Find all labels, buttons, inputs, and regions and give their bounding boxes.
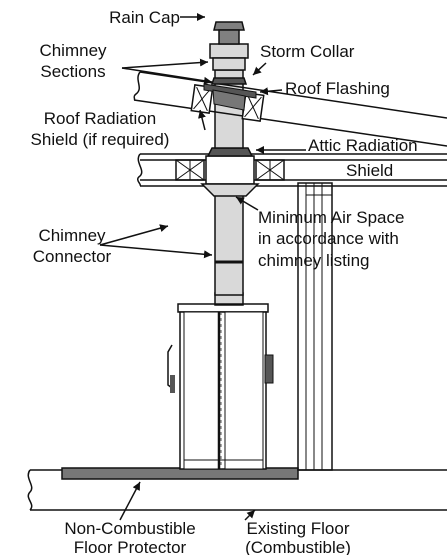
- attic-radiation-label-2: Shield: [346, 161, 393, 180]
- storm-collar-label: Storm Collar: [260, 42, 355, 61]
- min-air-label-1: Minimum Air Space: [258, 208, 404, 227]
- roof-radiation-label-2: Shield (if required): [31, 130, 170, 149]
- min-air-label-2: in accordance with: [258, 229, 399, 248]
- roof-radiation-label-1: Roof Radiation: [44, 109, 156, 128]
- wall-framing: [297, 182, 333, 471]
- floor-protector-label-2: Floor Protector: [74, 538, 187, 555]
- chimney-sections-label-2: Sections: [40, 62, 105, 81]
- chimney-sections-label-1: Chimney: [39, 41, 107, 60]
- attic-radiation-shield: [200, 147, 260, 197]
- ceiling-joists: [137, 153, 447, 187]
- min-air-label-3: chimney listing: [258, 251, 370, 270]
- rain-cap: [213, 21, 245, 45]
- roof-flashing-label: Roof Flashing: [285, 79, 390, 98]
- leader-lines: [99, 13, 306, 521]
- existing-floor-label-1: Existing Floor: [247, 519, 350, 538]
- connector-label-2: Connector: [33, 247, 112, 266]
- existing-floor-label-2: (Combustible): [245, 538, 351, 555]
- rain-cap-label: Rain Cap: [109, 8, 180, 27]
- chimney-connector: [214, 194, 244, 296]
- labels: Rain Cap Chimney Sections Storm Collar R…: [31, 8, 418, 555]
- roof-flashing: [203, 77, 257, 111]
- attic-radiation-label-1: Attic Radiation: [308, 136, 418, 155]
- floor-protector-label-1: Non-Combustible: [64, 519, 195, 538]
- stove: [167, 292, 274, 470]
- connector-label-1: Chimney: [38, 226, 106, 245]
